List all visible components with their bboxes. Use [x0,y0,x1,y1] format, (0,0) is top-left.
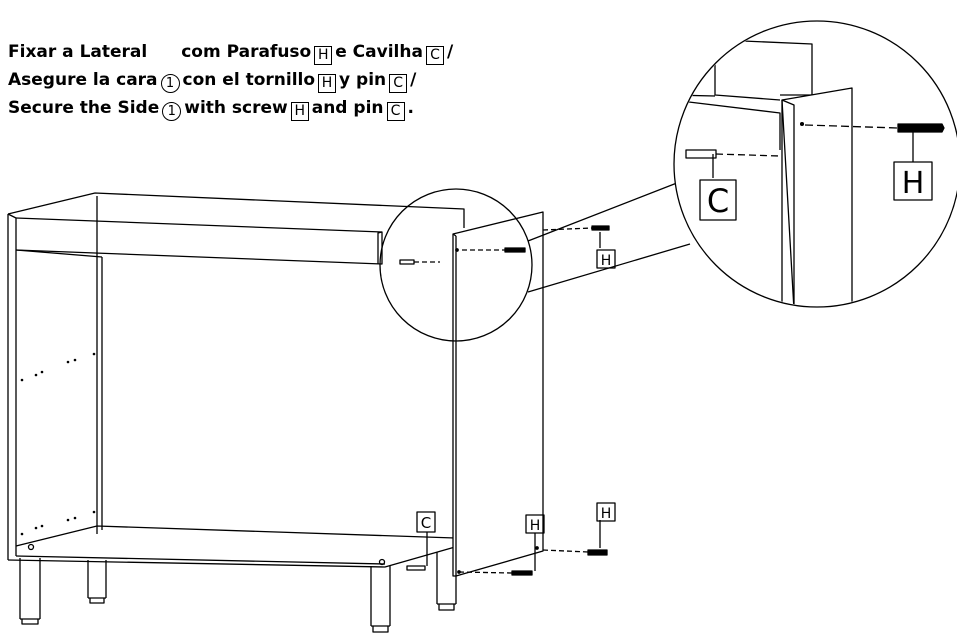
detail-source-circle [379,188,533,342]
instruction-es-part2: con el tornillo [182,70,316,90]
main-view-fasteners [399,225,610,576]
cabinet-left-panel [7,213,103,556]
screw-label-top-text: H [601,253,612,269]
pin-label-bottom [416,511,436,533]
screw-label-bottom-right-text: H [601,506,612,522]
screw-label-box: H [290,102,309,121]
side-label-circle: 1 [162,102,182,121]
cabinet-right-side-panel [452,211,544,577]
instruction-pt-end: / [446,42,454,62]
pin-label-box: C [389,74,408,93]
side-label-circle: 1 [160,74,180,93]
pin-label-box: C [386,102,405,121]
instruction-pt-part3: e Cavilha [335,42,423,62]
left-panel-holes [20,352,96,536]
pin-label-bottom-text: C [421,514,431,532]
instruction-en-part3: and pin [311,98,384,118]
screw-top-inner [504,247,526,253]
instruction-en-end: . [407,98,414,118]
screw-label-box: H [314,46,333,65]
instruction-es-end: / [410,70,417,90]
screw-label-bottom-left [525,514,545,534]
cabinet-legs [19,552,457,633]
instruction-en-part1: Secure the Side [8,98,160,118]
cabinet-bottom-panel [7,525,456,568]
cabinet-back-panel [7,192,465,560]
screw-label-detail-text: H [902,166,925,201]
pin-label-box: C [425,46,444,65]
detail-screw [897,123,945,133]
part-labels: H H H C C H [416,161,933,534]
pin-bottom [406,565,426,571]
instruction-es-part1: Asegure la cara [8,70,158,90]
cabinet-top-rail [15,217,383,265]
instruction-pt-part1: Fixar a Lateral [8,42,148,62]
instruction-en-part2: with screw [184,98,288,118]
label-leaders [426,232,601,571]
detail-pin [685,149,717,159]
screw-label-detail [893,161,933,201]
screw-label-bottom-right [596,502,616,522]
screw-bottom-inner [511,570,533,576]
pin-top [399,259,415,265]
pin-label-detail-text: C [707,182,729,220]
screw-top-outer [591,225,610,231]
screw-label-bottom-left-text: H [530,518,541,534]
screw-bottom-outer [587,549,608,556]
pin-label-detail [699,179,737,221]
detail-zoom-content [675,39,945,306]
instruction-pt-part2: com Parafuso [181,42,312,62]
instruction-es-part3: y pin [339,70,387,90]
screw-label-top [596,249,616,269]
screw-label-box: H [318,74,337,93]
